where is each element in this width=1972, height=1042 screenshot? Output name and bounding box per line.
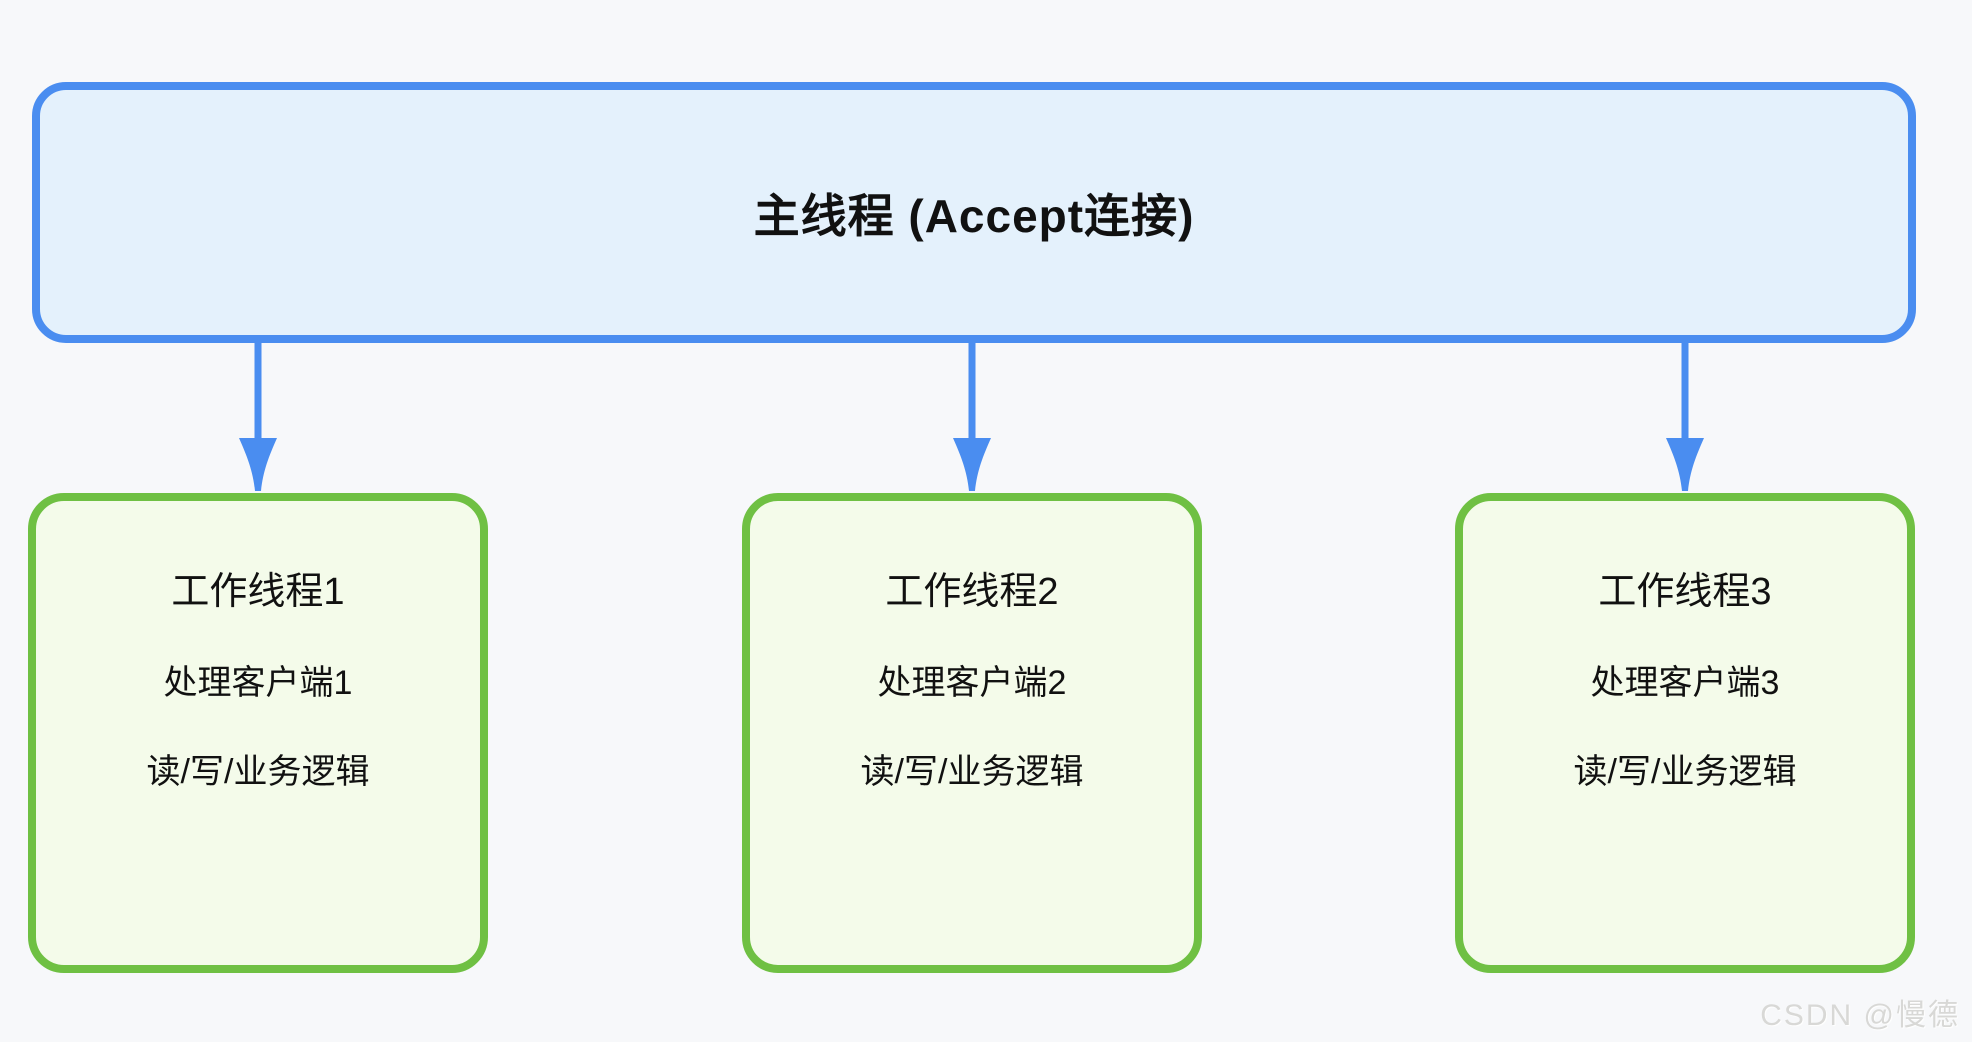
node-worker-thread-3: 工作线程3 处理客户端3 读/写/业务逻辑	[1455, 493, 1915, 973]
worker-3-line2: 处理客户端3	[1590, 664, 1780, 702]
connector-arrow-3	[1663, 343, 1707, 493]
node-worker-thread-2: 工作线程2 处理客户端2 读/写/业务逻辑	[742, 493, 1202, 973]
node-main-thread: 主线程 (Accept连接)	[32, 82, 1916, 343]
worker-3-line3: 读/写/业务逻辑	[1573, 753, 1797, 791]
main-thread-label: 主线程 (Accept连接)	[753, 189, 1195, 242]
arrow-down-icon	[953, 343, 991, 491]
arrow-down-icon	[1666, 343, 1704, 491]
worker-3-title: 工作线程3	[1598, 571, 1772, 613]
csdn-watermark: CSDN @慢德	[1760, 999, 1960, 1032]
worker-2-line3: 读/写/业务逻辑	[860, 753, 1084, 791]
node-worker-thread-1: 工作线程1 处理客户端1 读/写/业务逻辑	[28, 493, 488, 973]
connector-arrow-2	[950, 343, 994, 493]
arrow-down-icon	[239, 343, 277, 491]
worker-1-title: 工作线程1	[171, 571, 345, 613]
connector-arrow-1	[236, 343, 280, 493]
worker-2-title: 工作线程2	[885, 571, 1059, 613]
worker-1-line3: 读/写/业务逻辑	[146, 753, 370, 791]
worker-1-line2: 处理客户端1	[163, 664, 353, 702]
worker-2-line2: 处理客户端2	[877, 664, 1067, 702]
